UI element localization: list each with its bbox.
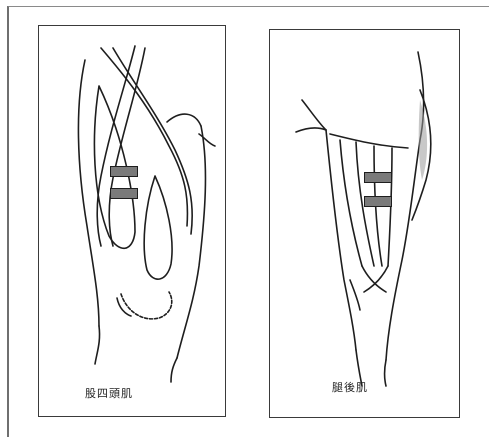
electrode-pad-upper: [364, 172, 392, 183]
electrode-pad-lower: [110, 188, 138, 199]
caption-quadriceps: 股四頭肌: [85, 385, 133, 401]
electrode-pad-upper: [110, 166, 138, 177]
quadriceps-drawing: [39, 26, 227, 418]
panel-hamstrings: 腿後肌: [269, 29, 460, 418]
panel-quadriceps: 股四頭肌: [38, 25, 226, 417]
electrode-pad-lower: [364, 196, 392, 207]
hamstrings-drawing: [270, 30, 461, 419]
caption-hamstrings: 腿後肌: [332, 379, 368, 395]
